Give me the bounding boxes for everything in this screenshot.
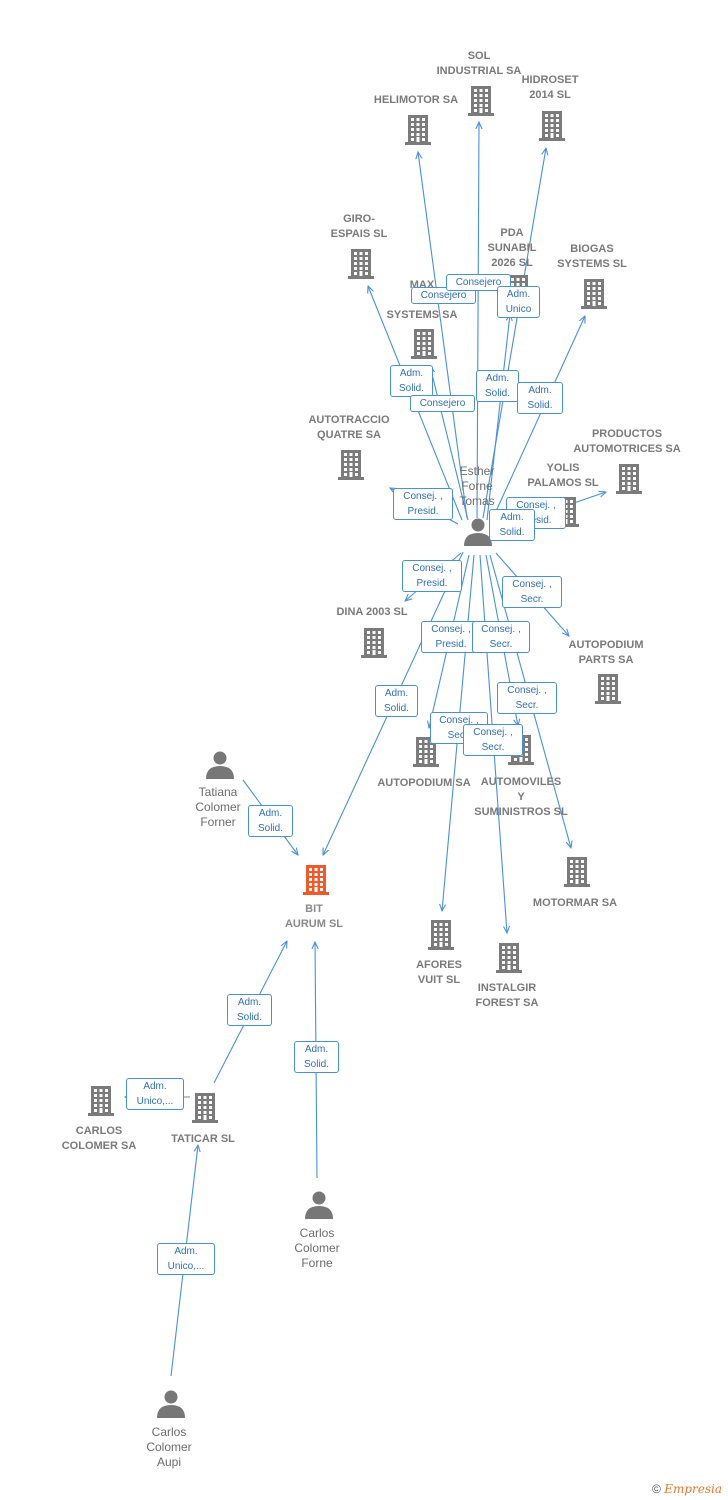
edge-label-esther-to-autopodium[interactable]: Consej. , Presid. xyxy=(421,621,481,653)
brand-logo[interactable]: Empresia xyxy=(664,1482,722,1496)
building-icon[interactable] xyxy=(581,279,607,309)
building-icon[interactable] xyxy=(564,857,590,887)
copyright-symbol: © xyxy=(652,1482,661,1496)
edge-label-tatiana-to-bit[interactable]: Adm. Solid. xyxy=(248,805,293,837)
edge-label-esther-to-autotraccio[interactable]: Consej. , Presid. xyxy=(393,488,453,520)
building-icon[interactable] xyxy=(88,1086,114,1116)
node-label-productos[interactable]: PRODUCTOS AUTOMOTRICES SA xyxy=(573,428,681,455)
node-label-taticar[interactable]: TATICAR SL xyxy=(171,1133,235,1145)
edge-label-esther-to-bit[interactable]: Adm. Solid. xyxy=(375,685,418,717)
building-icon[interactable] xyxy=(303,865,329,895)
node-label-bit[interactable]: BIT AURUM SL xyxy=(284,903,344,930)
node-label-esther[interactable]: Esther Forne Tomas xyxy=(459,464,495,508)
edge-label-esther-to-automoviles[interactable]: Consej. , Secr. xyxy=(472,621,530,653)
node-label-tatiana[interactable]: Tatiana Colomer Forner xyxy=(195,785,241,829)
node-label-carlos-sa[interactable]: CARLOS COLOMER SA xyxy=(61,1125,137,1152)
building-icon[interactable] xyxy=(428,920,454,950)
node-label-automoviles[interactable]: AUTOMOVILES Y SUMINISTROS SL xyxy=(474,776,568,818)
node-label-yolis[interactable]: YOLIS PALAMOS SL xyxy=(527,462,599,489)
edge-label-esther-to-hidroset[interactable]: Adm. Unico xyxy=(497,286,540,318)
node-label-giro[interactable]: GIRO- ESPAIS SL xyxy=(330,213,388,240)
node-label-motormar[interactable]: MOTORMAR SA xyxy=(532,897,618,909)
edge-label-esther-to-biogas[interactable]: Adm. Solid. xyxy=(517,382,563,414)
node-label-instalgir[interactable]: INSTALGIR FOREST SA xyxy=(475,982,539,1009)
person-icon[interactable] xyxy=(206,751,234,780)
building-icon[interactable] xyxy=(192,1093,218,1123)
node-label-hidroset[interactable]: HIDROSET 2014 SL xyxy=(521,74,579,101)
edge-esther-to-biogas xyxy=(491,316,585,521)
node-label-biogas[interactable]: BIOGAS SYSTEMS SL xyxy=(557,243,627,270)
edge-label-esther-to-autopodium-parts[interactable]: Consej. , Secr. xyxy=(502,576,562,608)
person-icon[interactable] xyxy=(464,518,492,547)
building-icon[interactable] xyxy=(405,115,431,145)
edge-esther-to-helimotor xyxy=(418,152,468,519)
edge-label-taticar-to-bit[interactable]: Adm. Solid. xyxy=(227,994,272,1026)
edge-label-esther-to-motormar[interactable]: Consej. , Secr. xyxy=(497,682,557,714)
building-icon[interactable] xyxy=(616,464,642,494)
edge-label-carlos-forne-to-bit[interactable]: Adm. Solid. xyxy=(294,1041,339,1073)
edge-esther-to-sol xyxy=(477,122,479,519)
edge-label-esther-to-dina[interactable]: Consej. , Presid. xyxy=(402,560,462,592)
edge-label-esther-to-max[interactable]: Consejero xyxy=(410,395,475,412)
edge-esther-to-pda xyxy=(486,314,510,521)
edge-label-esther-to-helimotor[interactable]: Consejero xyxy=(411,287,476,304)
node-label-dina[interactable]: DINA 2003 SL xyxy=(336,606,408,618)
building-icon[interactable] xyxy=(595,674,621,704)
building-icon[interactable] xyxy=(468,86,494,116)
building-icon[interactable] xyxy=(413,737,439,767)
edge-label-esther-to-productos[interactable]: Adm. Solid. xyxy=(489,509,535,541)
building-icon[interactable] xyxy=(496,943,522,973)
edge-label-esther-to-sol[interactable]: Consejero xyxy=(446,274,511,291)
node-label-carlos-forne[interactable]: Carlos Colomer Forne xyxy=(294,1226,340,1270)
person-icon[interactable] xyxy=(157,1390,185,1419)
person-icon[interactable] xyxy=(305,1191,333,1220)
node-label-autopodium-parts[interactable]: AUTOPODIUM PARTS SA xyxy=(568,639,644,666)
building-icon[interactable] xyxy=(338,450,364,480)
node-label-sol[interactable]: SOL INDUSTRIAL SA xyxy=(436,50,522,77)
node-label-carlos-aupi[interactable]: Carlos Colomer Aupi xyxy=(146,1425,192,1469)
edge-label-carlos-aupi-to-taticar[interactable]: Adm. Unico,... xyxy=(157,1243,215,1275)
node-layer xyxy=(88,86,642,1418)
building-icon[interactable] xyxy=(348,249,374,279)
edge-label-taticar-to-carlos-sa[interactable]: Adm. Unico,... xyxy=(126,1078,184,1110)
node-label-autopodium[interactable]: AUTOPODIUM SA xyxy=(377,777,471,789)
node-label-pda[interactable]: PDA SUNABIL 2026 SL xyxy=(487,227,537,269)
edge-esther-to-max xyxy=(430,366,469,521)
edge-label-esther-to-instalgir[interactable]: Consej. , Secr. xyxy=(463,724,523,756)
footer: © Empresia xyxy=(652,1482,722,1496)
building-icon[interactable] xyxy=(361,628,387,658)
building-icon[interactable] xyxy=(539,111,565,141)
edge-label-esther-to-pda[interactable]: Adm. Solid. xyxy=(476,370,519,402)
node-label-autotraccio[interactable]: AUTOTRACCIO QUATRE SA xyxy=(308,414,390,441)
edge-esther-to-hidroset xyxy=(482,148,546,519)
edge-label-esther-to-giro[interactable]: Adm. Solid. xyxy=(390,365,433,397)
node-label-afores[interactable]: AFORES VUIT SL xyxy=(416,959,462,986)
building-icon[interactable] xyxy=(411,329,437,359)
node-label-helimotor[interactable]: HELIMOTOR SA xyxy=(373,94,459,106)
